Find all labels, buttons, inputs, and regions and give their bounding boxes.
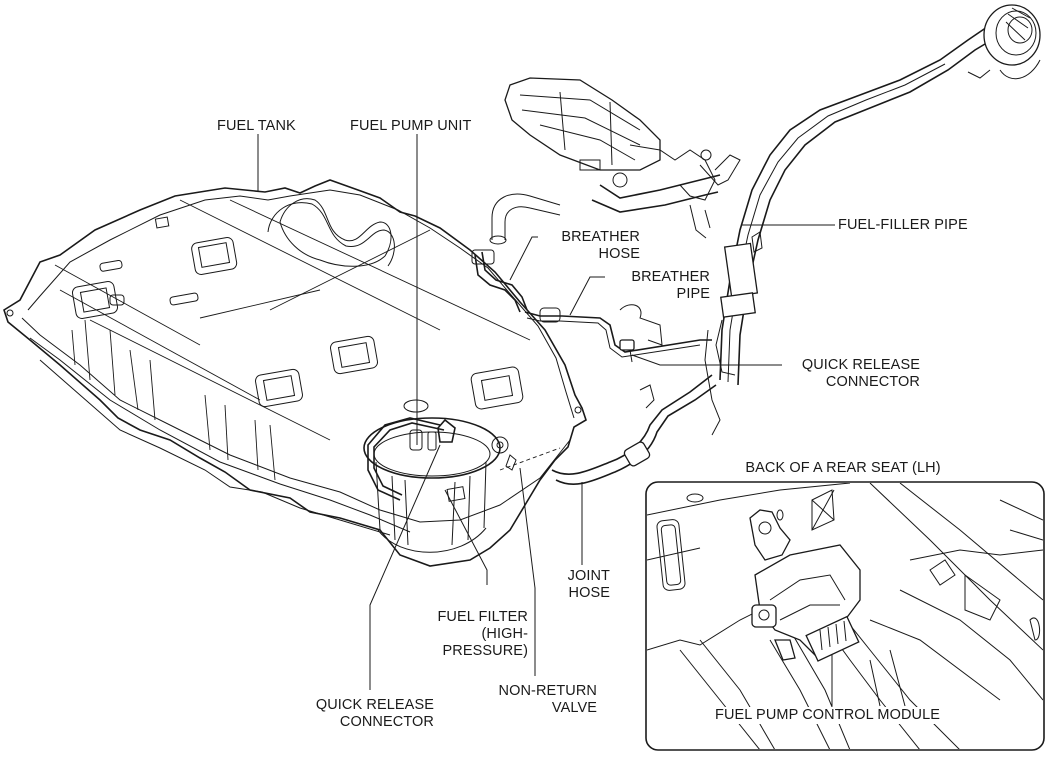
leader-quick-release-connector-lower <box>369 444 441 690</box>
label-qrc-lower-line2: CONNECTOR <box>339 714 434 730</box>
breather-pipe <box>524 304 712 358</box>
fuel-filler-pipe <box>704 4 1041 436</box>
label-qrc-upper-line2: CONNECTOR <box>825 374 920 390</box>
leader-quick-release-connector-upper <box>631 354 782 366</box>
leader-non-return-valve <box>519 467 536 676</box>
label-breather-hose-line1: BREATHER <box>561 229 640 245</box>
label-breather-pipe-line1: BREATHER <box>631 269 710 285</box>
label-non-return-valve-line2: VALVE <box>551 700 597 716</box>
label-joint-hose-line2: HOSE <box>568 585 610 601</box>
label-joint-hose: JOINT HOSE <box>540 568 610 602</box>
label-non-return-valve: NON-RETURN VALVE <box>460 683 597 717</box>
leader-breather-pipe <box>569 276 605 316</box>
quick-release-connector-upper <box>619 339 635 363</box>
joint-hose <box>551 374 717 485</box>
fuel-pump-unit <box>363 399 509 553</box>
fuel-pump-control-module <box>749 509 861 662</box>
label-fuel-filter: FUEL FILTER (HIGH- PRESSURE) <box>400 609 528 660</box>
label-qrc-lower-line1: QUICK RELEASE <box>315 697 434 713</box>
label-fuel-filler-pipe: FUEL-FILLER PIPE <box>838 217 968 233</box>
label-breather-hose: BREATHER HOSE <box>540 229 640 263</box>
inset-rear-seat <box>645 481 1045 751</box>
label-non-return-valve-line1: NON-RETURN <box>498 683 597 699</box>
label-fuel-pump-unit: FUEL PUMP UNIT <box>350 118 472 134</box>
label-fuel-tank: FUEL TANK <box>217 118 296 134</box>
label-fuel-filter-line3: PRESSURE) <box>442 643 528 659</box>
leader-lines <box>257 134 835 690</box>
label-breather-pipe: BREATHER PIPE <box>610 269 710 303</box>
label-qrc-upper-line1: QUICK RELEASE <box>801 357 920 373</box>
tank-pad <box>470 366 524 410</box>
fuel-tank <box>3 179 587 567</box>
label-breather-pipe-line2: PIPE <box>676 286 710 302</box>
non-return-valve <box>499 447 561 471</box>
label-breather-hose-line2: HOSE <box>598 246 640 262</box>
tank-pad <box>71 281 119 319</box>
breather-hose <box>471 193 561 313</box>
label-fuel-pump-control-module: FUEL PUMP CONTROL MODULE <box>713 707 943 724</box>
tank-pad <box>255 368 303 408</box>
leader-fuel-filter <box>444 489 488 585</box>
label-fuel-filter-line1: FUEL FILTER <box>437 609 528 625</box>
label-quick-release-connector-upper: QUICK RELEASE CONNECTOR <box>780 357 920 391</box>
fuel-filler-cap <box>967 4 1041 80</box>
tank-pad <box>330 335 378 375</box>
leader-breather-hose <box>509 236 538 281</box>
charcoal-canister <box>504 77 741 239</box>
label-quick-release-connector-lower: QUICK RELEASE CONNECTOR <box>290 697 434 731</box>
tank-pad <box>191 237 238 275</box>
label-fuel-filter-line2: (HIGH- <box>481 626 528 642</box>
inset-title: BACK OF A REAR SEAT (LH) <box>745 460 941 476</box>
label-joint-hose-line1: JOINT <box>567 568 610 584</box>
